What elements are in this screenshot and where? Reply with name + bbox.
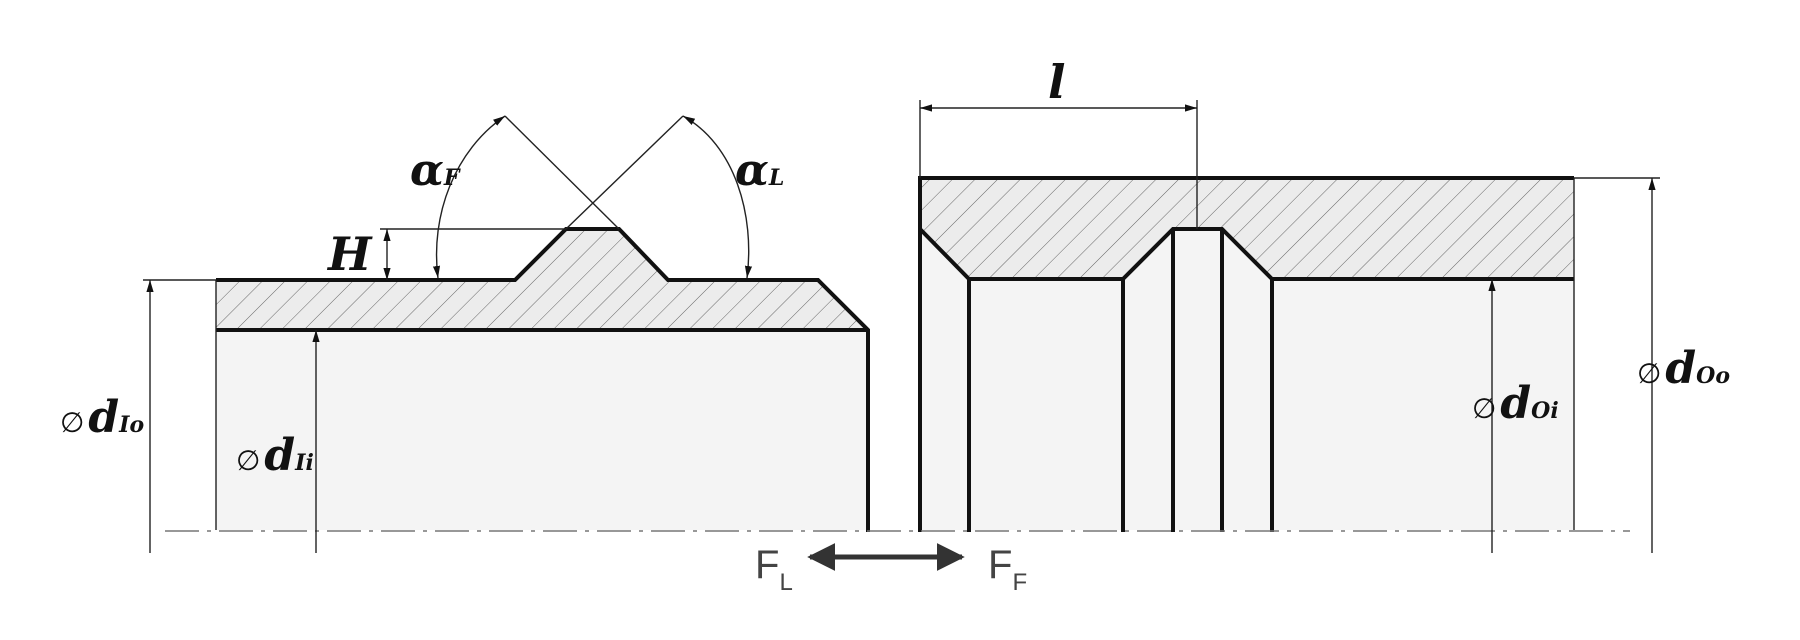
label-dIo-sub: Io [118, 412, 144, 438]
inner-wall-hatch [216, 229, 868, 330]
svg-text:∅dOi: ∅dOi [1472, 378, 1559, 429]
inner-bore-area [216, 330, 870, 530]
angle-alpha-F: αF [410, 115, 620, 279]
angle-alpha-L: αL [565, 115, 784, 279]
label-dIo: d [88, 392, 119, 443]
svg-text:αL: αL [735, 145, 784, 196]
svg-text:FL: FL [755, 543, 793, 596]
label-l: l [1048, 55, 1065, 109]
force-indicator: FL FF [755, 543, 1027, 596]
label-dOi: d [1500, 378, 1531, 429]
outer-component [918, 176, 1575, 532]
label-dOo-sub: Oo [1696, 363, 1730, 389]
label-dIi-symbol: ∅ [236, 444, 260, 477]
svg-text:FF: FF [988, 543, 1027, 596]
label-H: H [326, 227, 373, 281]
label-alpha-L: α [735, 145, 769, 196]
svg-text:∅dIi: ∅dIi [236, 430, 314, 481]
dimension-l: l [919, 55, 1198, 229]
dimension-dOi: ∅dOi [1472, 279, 1559, 553]
label-dOo: d [1665, 343, 1696, 394]
label-alpha-F: α [410, 145, 444, 196]
label-alpha-F-sub: F [443, 165, 461, 191]
label-dIi-sub: Ii [294, 450, 314, 476]
dimension-dIo: ∅dIo [60, 279, 216, 553]
inner-component [215, 227, 870, 532]
svg-text:∅dIo: ∅dIo [60, 392, 144, 443]
label-FF: F [988, 543, 1012, 587]
label-alpha-L-sub: L [768, 165, 784, 191]
dimension-dIi: ∅dIi [236, 330, 320, 553]
inner-outer-profile [216, 227, 870, 532]
dimension-dOo: ∅dOo [1574, 177, 1730, 553]
label-FL: F [755, 543, 779, 587]
label-dIi: d [264, 430, 295, 481]
outer-wall-hatch [920, 178, 1574, 279]
label-dIo-symbol: ∅ [60, 406, 84, 439]
label-FL-sub: L [779, 569, 792, 596]
label-dOi-sub: Oi [1531, 398, 1559, 424]
label-dOo-symbol: ∅ [1637, 357, 1661, 390]
svg-text:αF: αF [410, 145, 461, 196]
label-dOi-symbol: ∅ [1472, 392, 1496, 425]
svg-text:∅dOo: ∅dOo [1637, 343, 1730, 394]
label-FF-sub: F [1012, 569, 1027, 596]
